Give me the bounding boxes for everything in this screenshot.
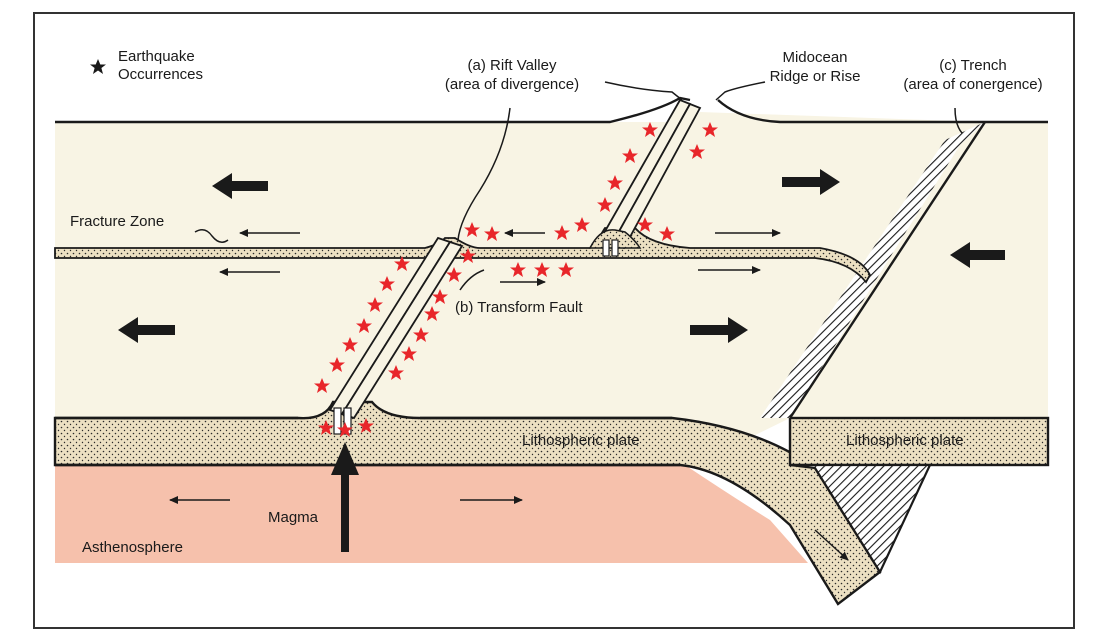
trench-label: (c) Trench [939, 57, 1007, 74]
plate-motion-arrows [118, 169, 1005, 343]
ridge-segment-upper [588, 98, 702, 257]
magma-label: Magma [268, 509, 319, 526]
trench-wall [760, 122, 985, 418]
legend-line-2: Occurrences [118, 66, 203, 83]
lithospheric-plate-left [53, 400, 882, 606]
midocean-sublabel: Ridge or Rise [770, 68, 861, 85]
midocean-label: Midocean [782, 49, 847, 66]
trench-wall-line [788, 121, 987, 419]
leader-lines [194, 81, 963, 291]
lithospheric-plate-right-label: Lithospheric plate [846, 432, 964, 449]
asthenosphere-layer [55, 465, 808, 563]
legend-line-1: Earthquake [118, 48, 195, 65]
lithospheric-plate-left-label: Lithospheric plate [522, 432, 640, 449]
subduction-zone-hatch [789, 463, 932, 575]
thin-motion-arrows [169, 229, 849, 561]
asthenosphere-label: Asthenosphere [82, 539, 183, 556]
plate-surface [55, 112, 1048, 440]
rift-valley-sublabel: (area of divergence) [445, 76, 579, 93]
trench-sublabel: (area of conergence) [903, 76, 1042, 93]
lithospheric-plate-right [788, 416, 1050, 467]
rift-valley-label: (a) Rift Valley [468, 57, 557, 74]
magma-arrow-head [331, 442, 359, 475]
fracture-zone-label: Fracture Zone [70, 213, 164, 230]
legend: Earthquake Occurrences [90, 48, 203, 83]
transform-fault-label: (b) Transform Fault [455, 299, 583, 316]
